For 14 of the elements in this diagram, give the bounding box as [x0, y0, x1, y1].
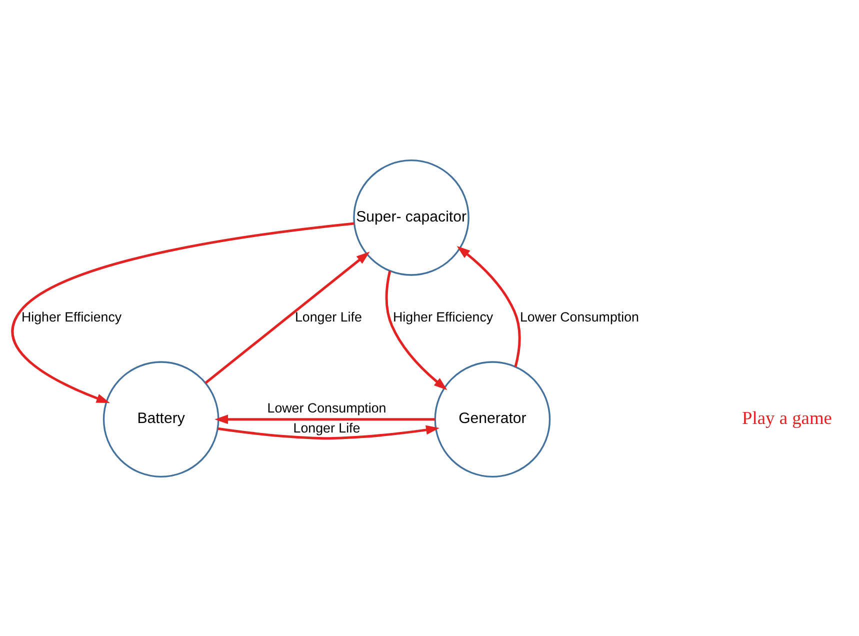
- edge-label: Lower Consumption: [520, 309, 639, 324]
- edge-label: Longer Life: [293, 420, 360, 436]
- arrow: [218, 424, 440, 440]
- arrow: [385, 270, 448, 390]
- edge-label: Higher Efficiency: [393, 309, 494, 324]
- edge-label: Lower Consumption: [267, 400, 386, 415]
- edge-label: Longer Life: [294, 309, 362, 324]
- arrow: [12, 222, 354, 403]
- arrow: [456, 246, 521, 367]
- arrow: [204, 251, 370, 384]
- arrow: [214, 414, 435, 424]
- edge-label: Higher Efficiency: [21, 309, 122, 324]
- node-circle: Battery: [102, 360, 220, 477]
- label: Play a game: [742, 408, 832, 428]
